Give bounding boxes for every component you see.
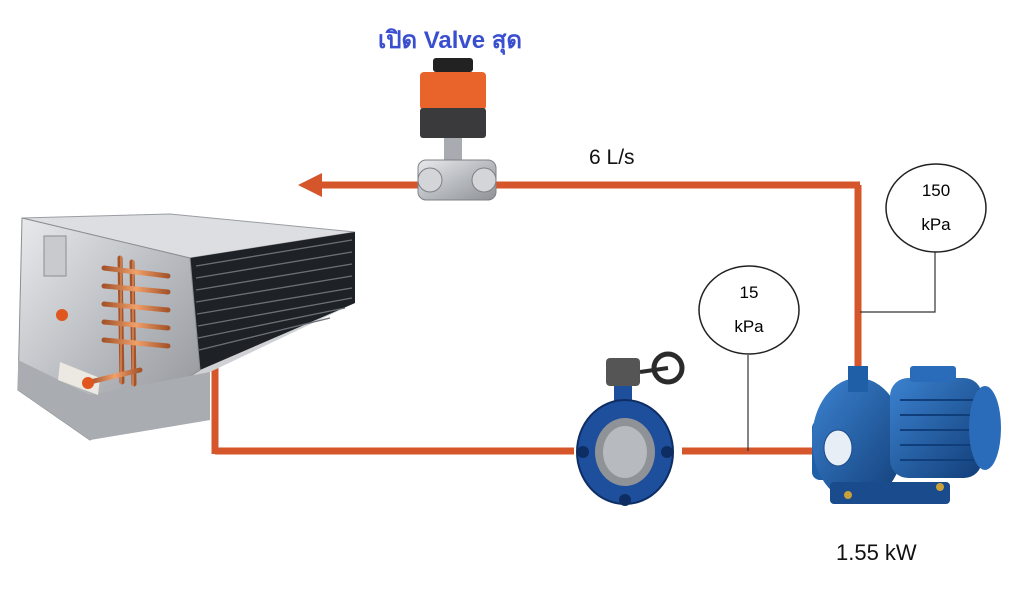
title-text: เปิด Valve สุด xyxy=(378,27,522,54)
gauge-150-unit: kPa xyxy=(921,215,951,234)
flow-arrow-head xyxy=(298,173,322,197)
gauge-150-value: 150 xyxy=(921,181,951,200)
pump-power-label: 1.55 kW xyxy=(836,540,917,565)
gauge-150-circle xyxy=(885,163,987,253)
valve-fully-open-title: เปิด Valve สุด xyxy=(0,20,900,59)
butterfly-valve xyxy=(576,351,685,506)
gauge-15-circle xyxy=(698,265,800,355)
pipe-network xyxy=(211,181,862,455)
gauge-15-unit: kPa xyxy=(734,317,764,336)
gauge-15-value: 15 xyxy=(739,283,759,302)
centrifugal-pump xyxy=(812,366,1001,504)
gauge-leaders xyxy=(747,252,936,451)
fan-coil-unit xyxy=(17,213,356,441)
control-valve xyxy=(417,58,497,201)
flow-rate-label: 6 L/s xyxy=(589,146,635,169)
